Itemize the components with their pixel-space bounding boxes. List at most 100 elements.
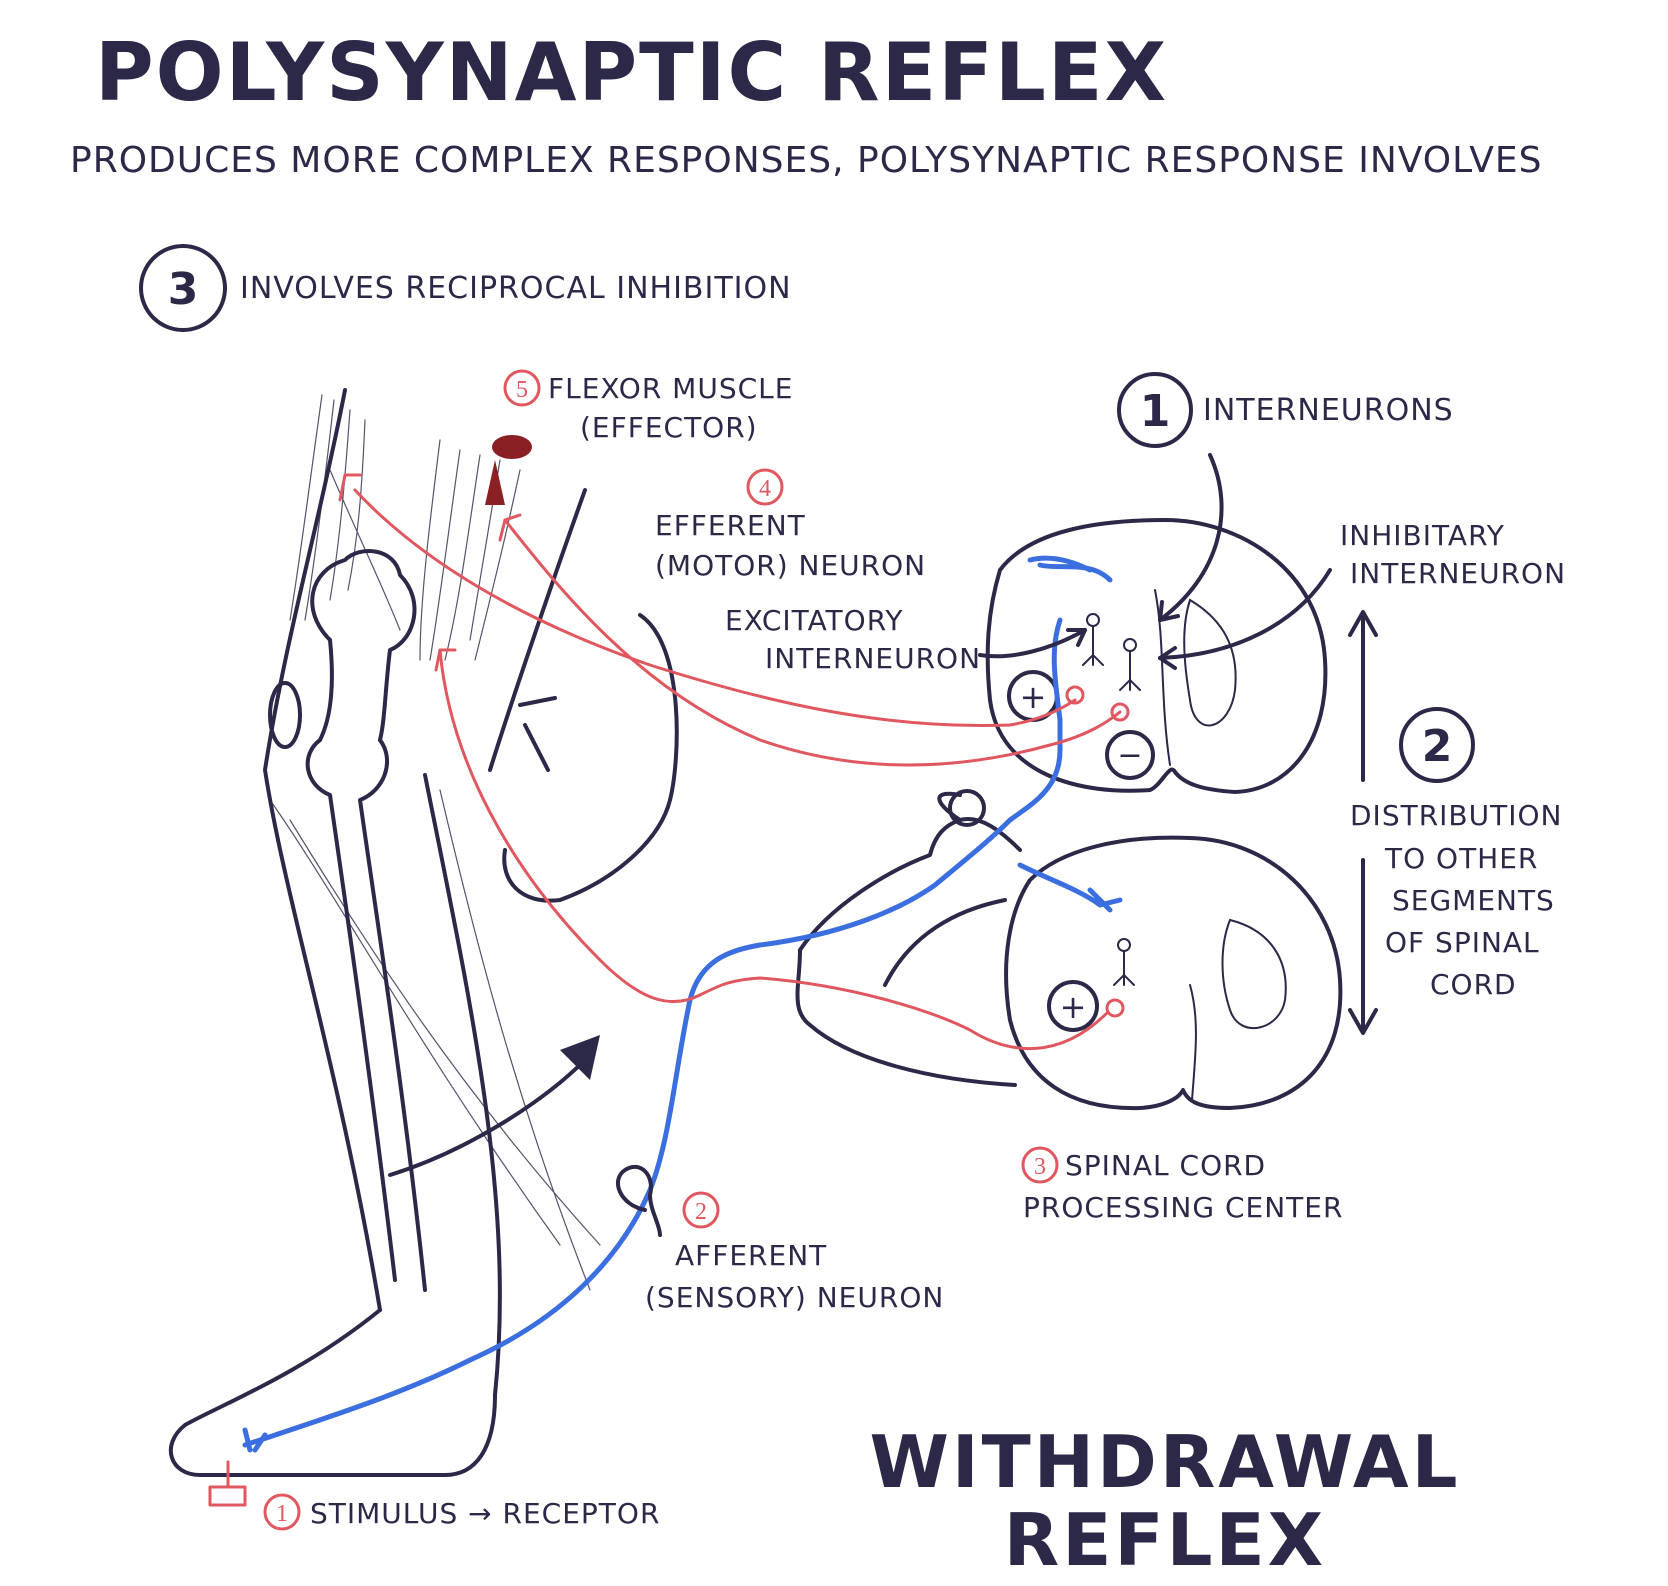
feature-2-number: 2 <box>1422 721 1453 772</box>
feature-3-circle <box>139 244 227 332</box>
afferent-upper-terminal <box>1027 555 1113 723</box>
lower-interneuron-axon <box>1113 951 1135 986</box>
step-2-line-1: AFFERENT <box>675 1239 827 1272</box>
distribution-arrow-down <box>1348 858 1378 1035</box>
step-4-line-2: (MOTOR) NEURON <box>655 549 926 582</box>
excitatory-cell-body <box>1086 613 1100 627</box>
interneurons-pointer-arrow <box>1158 453 1224 622</box>
step-2-line-2: (SENSORY) NEURON <box>645 1281 944 1314</box>
upper-motor-neuron-soma <box>1065 685 1085 705</box>
step-spinal-cord: 3 SPINAL CORD PROCESSING CENTER <box>1021 1146 1343 1224</box>
excitatory-interneuron-label: EXCITATORY INTERNEURON <box>725 604 1087 675</box>
step-3-number: 3 <box>1034 1154 1046 1180</box>
foot-outline <box>168 1308 497 1477</box>
feature-1-number: 1 <box>1140 386 1171 437</box>
distribution-line-1: DISTRIBUTION <box>1350 799 1562 832</box>
upper-motor-neuron-soma-2 <box>1110 702 1130 722</box>
footer-line-1: WITHDRAWAL <box>869 1420 1460 1504</box>
distribution-line-4: OF SPINAL <box>1385 926 1540 959</box>
flexion-motion-arrowhead <box>560 1035 600 1080</box>
excitatory-line-1: EXCITATORY <box>725 604 903 637</box>
feature-3-number: 3 <box>168 264 199 315</box>
excitatory-line-2: INTERNEURON <box>765 642 981 675</box>
step-5-number: 5 <box>516 377 528 403</box>
stimulus-pin-icon <box>208 1460 247 1507</box>
inhibitory-line-1: INHIBITARY <box>1340 519 1505 552</box>
feature-1-text: INTERNEURONS <box>1203 393 1454 428</box>
step-4-circle <box>746 468 784 506</box>
step-4-line-1: EFFERENT <box>655 509 806 542</box>
lower-motor-neuron-soma <box>1105 998 1125 1018</box>
leg-front-outline-upper <box>488 488 587 772</box>
leg-back-outline <box>263 388 382 1312</box>
flexion-motion-arrow <box>388 1058 587 1177</box>
lower-interneuron-body <box>1117 938 1131 952</box>
efferent-bracket <box>502 613 679 903</box>
step-5-line-1: FLEXOR MUSCLE <box>548 372 793 405</box>
efferent-motor-neuron-path-2 <box>503 518 1122 767</box>
afferent-sensory-neuron-path <box>242 717 1063 1448</box>
lower-sensory-neuron-ring <box>1047 980 1099 1032</box>
upper-minus-sign: − <box>1117 738 1142 773</box>
lower-cord-grey-matter <box>1189 918 1287 1101</box>
excitatory-pointer-arrowhead <box>1066 628 1087 647</box>
effector-pin-shaft <box>485 460 505 505</box>
dorsal-root-ganglion <box>948 789 986 827</box>
afferent-label-leader <box>615 1164 662 1237</box>
step-1-text: STIMULUS → RECEPTOR <box>310 1497 660 1530</box>
leg-illustration <box>168 388 601 1477</box>
tibia-outline <box>305 738 397 1282</box>
distribution-line-5: CORD <box>1430 968 1517 1001</box>
step-3-line-2: PROCESSING CENTER <box>1023 1191 1343 1224</box>
feature-distribution: 2 DISTRIBUTION TO OTHER SEGMENTS OF SPIN… <box>1348 610 1562 1035</box>
step-3-circle <box>1021 1146 1059 1184</box>
distribution-arrow-up <box>1348 610 1378 782</box>
step-4-number: 4 <box>759 476 771 502</box>
efferent-motor-neuron-path-1 <box>353 488 1077 727</box>
lower-cord-outline <box>1004 835 1343 1111</box>
diagram-subtitle: PRODUCES MORE COMPLEX RESPONSES, POLYSYN… <box>70 140 1542 181</box>
feature-reciprocal-inhibition: 3 INVOLVES RECIPROCAL INHIBITION <box>139 244 792 332</box>
step-flexor-muscle: 5 FLEXOR MUSCLE (EFFECTOR) <box>503 369 793 444</box>
inhibitory-line-2: INTERNEURON <box>1350 557 1566 590</box>
step-5-line-2: (EFFECTOR) <box>580 411 758 444</box>
step-1-number: 1 <box>276 1501 288 1527</box>
upper-cord-outline <box>985 518 1328 794</box>
step-5-circle <box>503 369 541 407</box>
tibia-inner-outline <box>358 738 427 1292</box>
feature-2-circle <box>1399 707 1475 783</box>
motor-end-plates <box>338 473 522 672</box>
interneurons-pointer-arrowhead <box>1158 600 1180 622</box>
feature-3-text: INVOLVES RECIPROCAL INHIBITION <box>240 271 792 306</box>
step-2-circle <box>682 1191 720 1229</box>
feature-1-circle <box>1117 372 1193 448</box>
inhibitory-cell-body <box>1123 638 1137 652</box>
patella <box>268 681 302 749</box>
femur-shaft-line <box>318 638 334 742</box>
lower-plus-sign: + <box>1060 988 1087 1026</box>
step-efferent-neuron: 4 EFFERENT (MOTOR) NEURON <box>655 468 926 582</box>
ganglion-inner-outline <box>883 898 1007 987</box>
spinal-nerve-root-outline <box>795 791 1022 1087</box>
spinal-cord-lower-segment: + <box>1004 835 1343 1111</box>
diagram-title: POLYSYNAPTIC REFLEX <box>95 26 1168 119</box>
thigh-muscle-fibres <box>289 394 521 661</box>
flexor-muscle-effector-marker <box>485 435 532 505</box>
step-stimulus: 1 STIMULUS → RECEPTOR <box>208 1460 660 1531</box>
upper-cord-grey-matter <box>1154 589 1237 766</box>
distribution-line-3: SEGMENTS <box>1392 884 1555 917</box>
step-3-line-1: SPINAL CORD <box>1065 1149 1266 1182</box>
step-2-number: 2 <box>695 1199 707 1225</box>
inhibitory-pointer-arrow <box>1158 568 1332 660</box>
step-1-circle <box>263 1493 301 1531</box>
efferent-motor-neuron-path-3 <box>438 648 1110 1051</box>
step-afferent-neuron: 2 AFFERENT (SENSORY) NEURON <box>615 1164 944 1314</box>
femur-condyle <box>310 549 417 742</box>
afferent-lower-terminal <box>1017 862 1123 913</box>
excitatory-pointer-arrow <box>978 628 1087 659</box>
upper-plus-sign: + <box>1020 678 1047 716</box>
distribution-line-2: TO OTHER <box>1384 842 1538 875</box>
footer-line-2: REFLEX <box>1004 1498 1326 1582</box>
leg-front-outline-lower <box>423 773 502 1397</box>
